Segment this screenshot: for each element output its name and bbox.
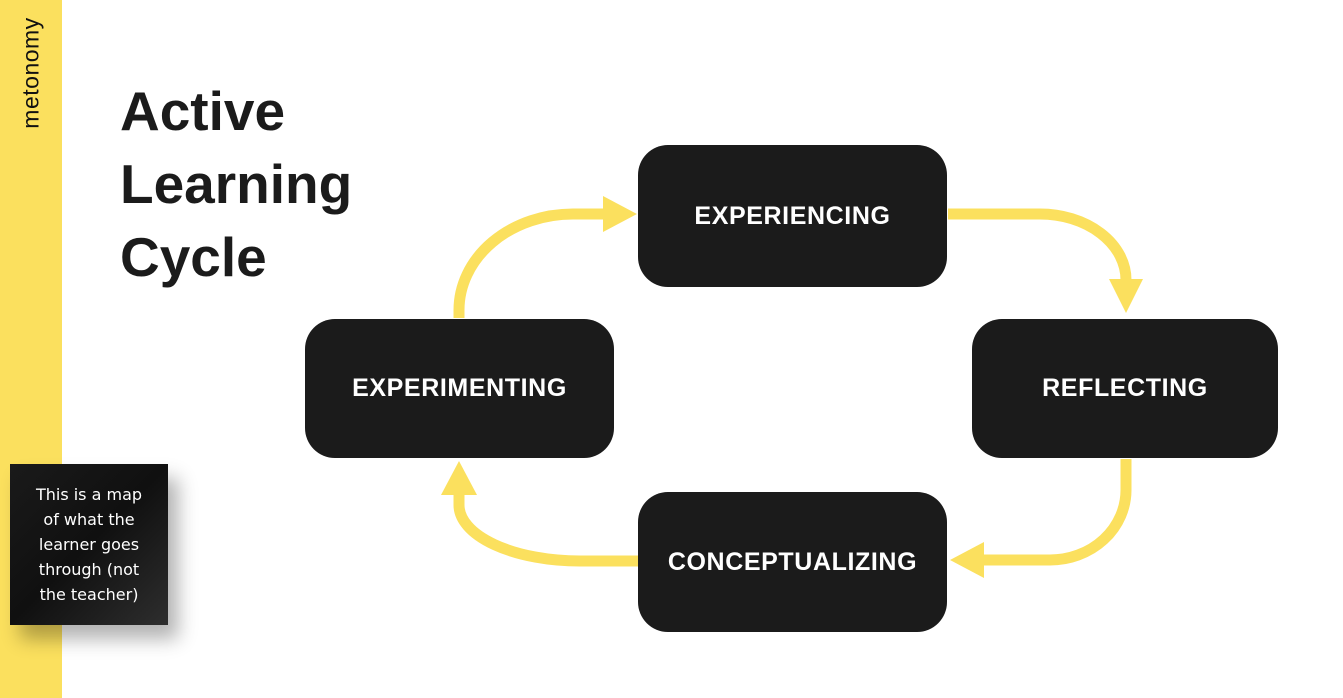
arrow-experimenting-to-experiencing bbox=[453, 196, 637, 318]
node-label: REFLECTING bbox=[1042, 374, 1208, 402]
node-label: EXPERIENCING bbox=[694, 201, 891, 230]
arrow-reflecting-to-conceptualizing bbox=[950, 459, 1132, 578]
cycle-node-conceptualizing: CONCEPTUALIZING bbox=[638, 492, 947, 632]
arrowhead-up-icon bbox=[441, 461, 477, 495]
page-title: Active Learning Cycle bbox=[120, 79, 353, 288]
arrowhead-right-icon bbox=[603, 196, 637, 232]
arrow-conceptualizing-to-experimenting bbox=[441, 461, 639, 567]
brand-logo-text: metonomy bbox=[17, 17, 44, 129]
node-label: EXPERIMENTING bbox=[352, 374, 567, 402]
arrowhead-left-icon bbox=[950, 542, 984, 578]
sticky-note-text: This is a map of what the learner goes t… bbox=[35, 485, 143, 604]
cycle-node-experiencing: EXPERIENCING bbox=[638, 145, 947, 287]
sticky-note: This is a map of what the learner goes t… bbox=[10, 464, 168, 625]
arrow-experiencing-to-reflecting bbox=[948, 208, 1143, 313]
node-label: CONCEPTUALIZING bbox=[667, 547, 918, 576]
cycle-node-reflecting: REFLECTING bbox=[972, 319, 1278, 458]
cycle-node-experimenting: EXPERIMENTING bbox=[305, 319, 614, 458]
arrowhead-down-icon bbox=[1109, 279, 1143, 313]
